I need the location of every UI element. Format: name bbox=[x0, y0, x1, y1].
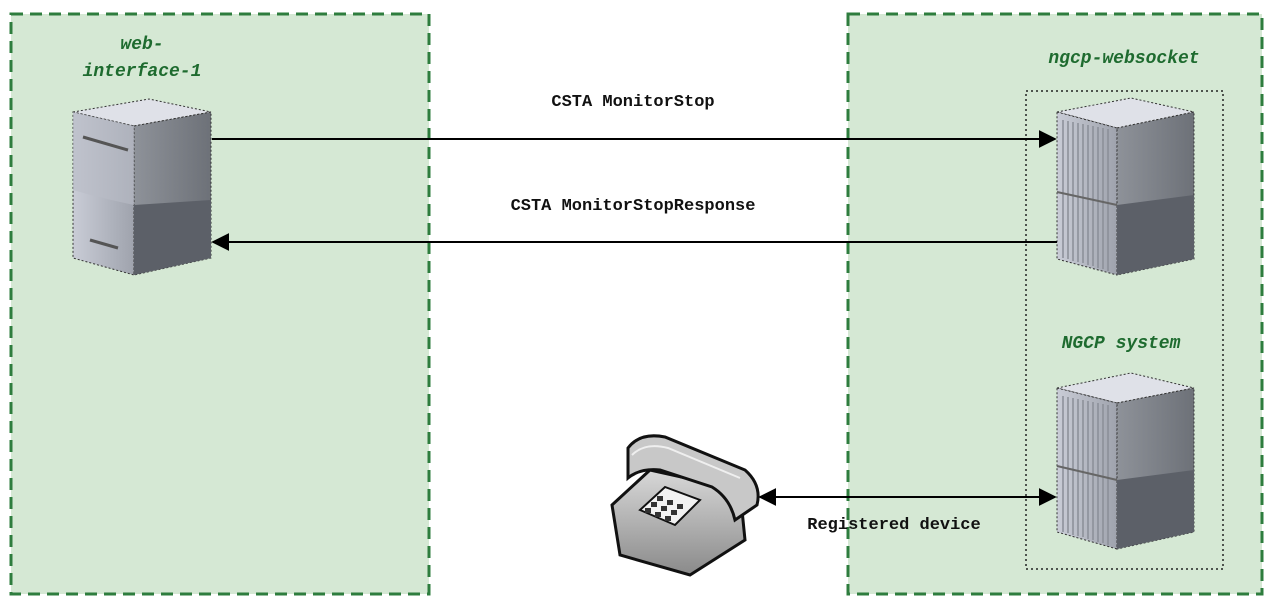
web-interface-server-icon bbox=[72, 98, 212, 276]
telephone-icon bbox=[610, 434, 760, 577]
monitor-stop-response-label: CSTA MonitorStopResponse bbox=[511, 197, 756, 216]
ngcp-websocket-zone: ngcp-websocket NGCP system bbox=[846, 12, 1264, 596]
ngcp-system-server-icon bbox=[1056, 372, 1195, 550]
registered-device-label: Registered device bbox=[807, 516, 980, 535]
web-interface-title-line2: interface-1 bbox=[83, 62, 202, 82]
ngcp-system-box bbox=[1025, 90, 1224, 570]
ngcp-websocket-server-icon bbox=[1056, 97, 1195, 276]
web-interface-title-line1: web- bbox=[120, 35, 163, 55]
web-interface-zone: web- interface-1 bbox=[9, 12, 431, 596]
monitor-stop-request-label: CSTA MonitorStop bbox=[551, 93, 714, 112]
ngcp-websocket-title: ngcp-websocket bbox=[1048, 49, 1199, 69]
ngcp-system-title: NGCP system bbox=[1062, 334, 1181, 354]
